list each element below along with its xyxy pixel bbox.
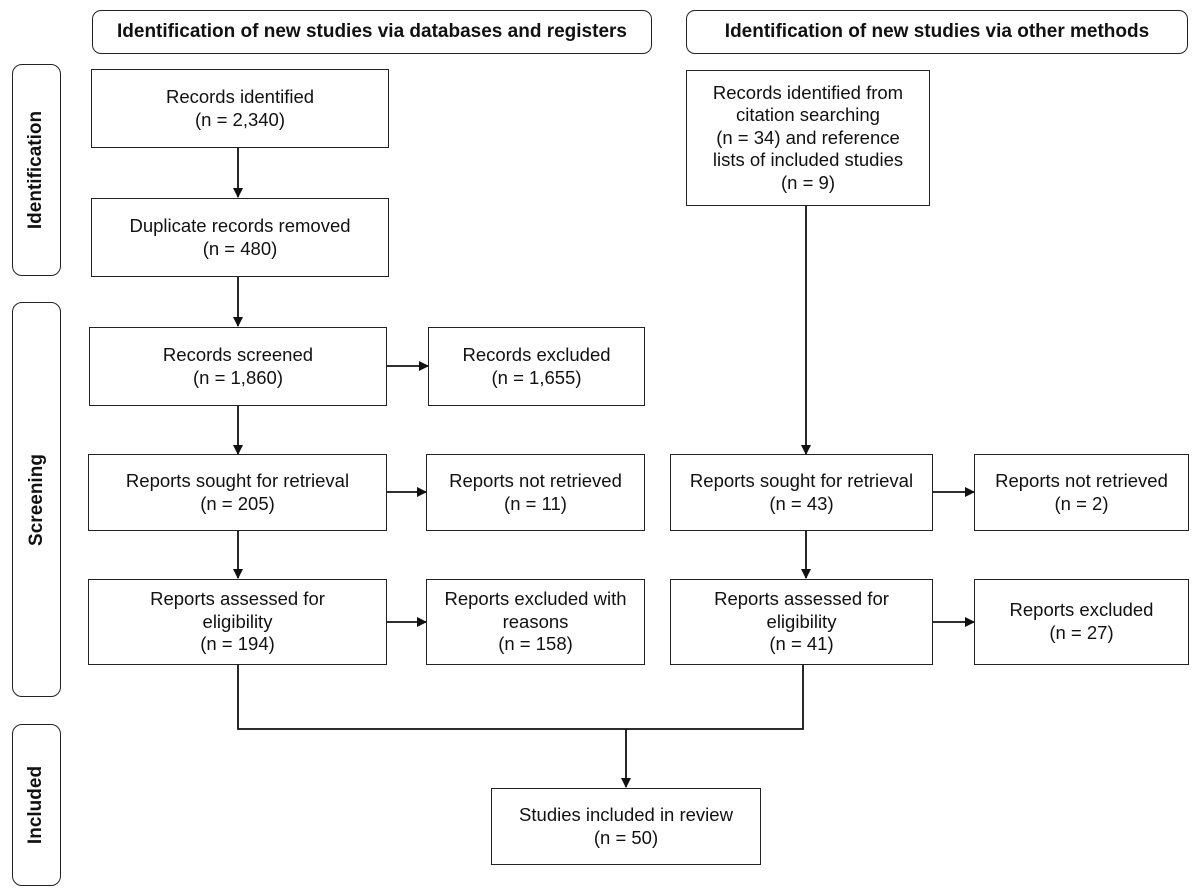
box-other-reports-assessed: Reports assessed for eligibility (n = 41…	[670, 579, 933, 665]
phase-label-identification: Identification	[25, 110, 47, 230]
text-db-reports-not-retrieved: Reports not retrieved (n = 11)	[449, 469, 622, 514]
text-other-reports-not-retrieved: Reports not retrieved (n = 2)	[995, 469, 1168, 514]
phase-identification: Identification	[12, 64, 61, 276]
header-databases: Identification of new studies via databa…	[92, 10, 652, 54]
box-other-reports-excluded: Reports excluded (n = 27)	[974, 579, 1189, 665]
text-other-reports-sought: Reports sought for retrieval (n = 43)	[689, 469, 914, 514]
box-db-reports-sought: Reports sought for retrieval (n = 205)	[88, 454, 387, 531]
box-records-screened: Records screened (n = 1,860)	[89, 327, 387, 406]
box-other-reports-not-retrieved: Reports not retrieved (n = 2)	[974, 454, 1189, 531]
box-other-reports-sought: Reports sought for retrieval (n = 43)	[670, 454, 933, 531]
header-other-methods: Identification of new studies via other …	[686, 10, 1188, 54]
phase-label-included: Included	[25, 765, 47, 845]
box-other-records-identified: Records identified from citation searchi…	[686, 70, 930, 206]
text-records-excluded: Records excluded (n = 1,655)	[462, 343, 611, 388]
text-records-screened: Records screened (n = 1,860)	[162, 343, 314, 388]
box-records-excluded: Records excluded (n = 1,655)	[428, 327, 645, 406]
box-records-identified: Records identified (n = 2,340)	[91, 69, 389, 148]
text-records-identified: Records identified (n = 2,340)	[165, 85, 315, 130]
phase-included: Included	[12, 724, 61, 886]
text-db-reports-sought: Reports sought for retrieval (n = 205)	[125, 469, 350, 514]
text-other-reports-excluded: Reports excluded (n = 27)	[1009, 599, 1154, 643]
merge-line	[237, 665, 804, 730]
text-other-reports-assessed: Reports assessed for eligibility (n = 41…	[714, 588, 889, 655]
box-db-reports-excluded: Reports excluded with reasons (n = 158)	[426, 579, 645, 665]
text-db-reports-excluded: Reports excluded with reasons (n = 158)	[444, 588, 627, 655]
box-db-reports-assessed: Reports assessed for eligibility (n = 19…	[88, 579, 387, 665]
phase-screening: Screening	[12, 302, 61, 697]
box-duplicates-removed: Duplicate records removed (n = 480)	[91, 198, 389, 277]
phase-label-screening: Screening	[25, 453, 47, 546]
text-studies-included: Studies included in review (n = 50)	[519, 803, 733, 848]
text-duplicates-removed: Duplicate records removed (n = 480)	[129, 214, 351, 259]
box-studies-included: Studies included in review (n = 50)	[491, 788, 761, 865]
text-other-records-identified: Records identified from citation searchi…	[712, 81, 904, 193]
text-db-reports-assessed: Reports assessed for eligibility (n = 19…	[150, 588, 325, 655]
box-db-reports-not-retrieved: Reports not retrieved (n = 11)	[426, 454, 645, 531]
